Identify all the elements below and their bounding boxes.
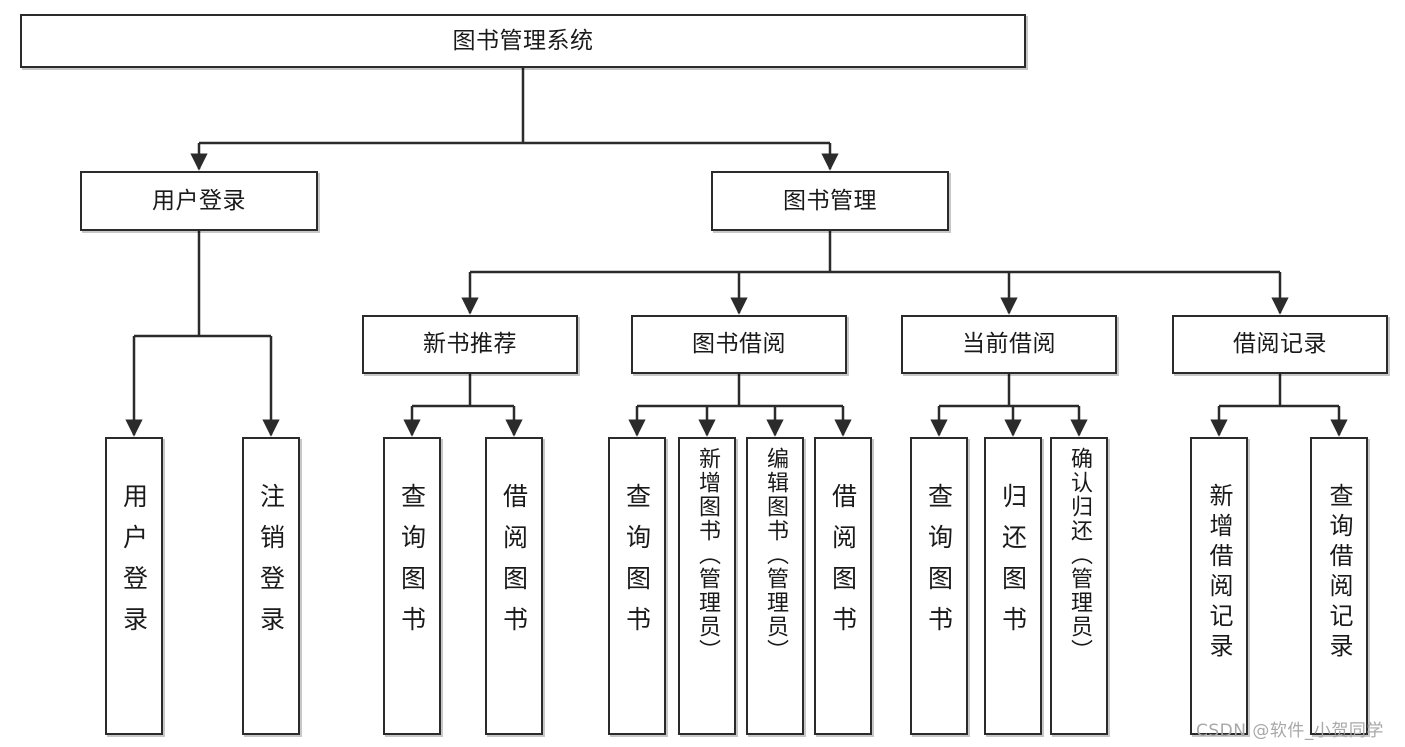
node-label-user-login-login: 用户登录 bbox=[119, 483, 149, 647]
node-current-return-book[interactable]: 归还图书 bbox=[984, 437, 1042, 735]
node-recommend-borrow-book[interactable]: 借阅图书 bbox=[485, 437, 543, 735]
node-label-new-book-recommend: 新书推荐 bbox=[423, 331, 517, 358]
node-label-record-query-record: 查询借阅记录 bbox=[1325, 483, 1353, 663]
node-label-book-borrow: 图书借阅 bbox=[692, 331, 786, 358]
node-label-record-add-record: 新增借阅记录 bbox=[1205, 483, 1233, 663]
node-current-query-book[interactable]: 查询图书 bbox=[910, 437, 968, 735]
node-label-current-return-book: 归还图书 bbox=[998, 483, 1028, 647]
node-root[interactable]: 图书管理系统 bbox=[20, 14, 1026, 68]
node-label-book-management: 图书管理 bbox=[783, 187, 877, 214]
node-label-current-confirm-return: 确认归还（管理员） bbox=[1067, 447, 1092, 663]
node-recommend-query-book[interactable]: 查询图书 bbox=[383, 437, 441, 735]
node-label-current-query-book: 查询图书 bbox=[924, 483, 954, 647]
node-borrow-add-book[interactable]: 新增图书（管理员） bbox=[678, 437, 736, 735]
node-borrow-record[interactable]: 借阅记录 bbox=[1172, 315, 1388, 374]
node-label-borrow-query-book: 查询图书 bbox=[622, 483, 652, 647]
node-label-borrow-record: 借阅记录 bbox=[1233, 331, 1327, 358]
node-record-query-record[interactable]: 查询借阅记录 bbox=[1310, 437, 1368, 735]
node-user-login-login[interactable]: 用户登录 bbox=[105, 437, 163, 735]
node-label-user-login: 用户登录 bbox=[152, 187, 246, 214]
node-borrow-query-book[interactable]: 查询图书 bbox=[608, 437, 666, 735]
node-book-borrow[interactable]: 图书借阅 bbox=[631, 315, 847, 374]
node-label-root: 图书管理系统 bbox=[452, 27, 594, 54]
node-borrow-edit-book[interactable]: 编辑图书（管理员） bbox=[746, 437, 804, 735]
node-new-book-recommend[interactable]: 新书推荐 bbox=[362, 315, 578, 374]
node-label-recommend-borrow-book: 借阅图书 bbox=[499, 483, 529, 647]
node-record-add-record[interactable]: 新增借阅记录 bbox=[1190, 437, 1248, 735]
node-label-borrow-edit-book: 编辑图书（管理员） bbox=[763, 447, 788, 663]
watermark-text: CSDN @软件_小贺同学 bbox=[1196, 721, 1384, 741]
node-current-borrow[interactable]: 当前借阅 bbox=[901, 315, 1117, 374]
node-label-borrow-add-book: 新增图书（管理员） bbox=[695, 447, 720, 663]
node-label-current-borrow: 当前借阅 bbox=[962, 331, 1056, 358]
node-label-user-login-logout: 注销登录 bbox=[256, 483, 286, 647]
node-label-borrow-borrow-book: 借阅图书 bbox=[828, 483, 858, 647]
node-label-recommend-query-book: 查询图书 bbox=[397, 483, 427, 647]
node-user-login[interactable]: 用户登录 bbox=[80, 171, 318, 231]
node-user-login-logout[interactable]: 注销登录 bbox=[242, 437, 300, 735]
node-book-management[interactable]: 图书管理 bbox=[711, 171, 949, 231]
node-current-confirm-return[interactable]: 确认归还（管理员） bbox=[1050, 437, 1108, 735]
node-borrow-borrow-book[interactable]: 借阅图书 bbox=[814, 437, 872, 735]
